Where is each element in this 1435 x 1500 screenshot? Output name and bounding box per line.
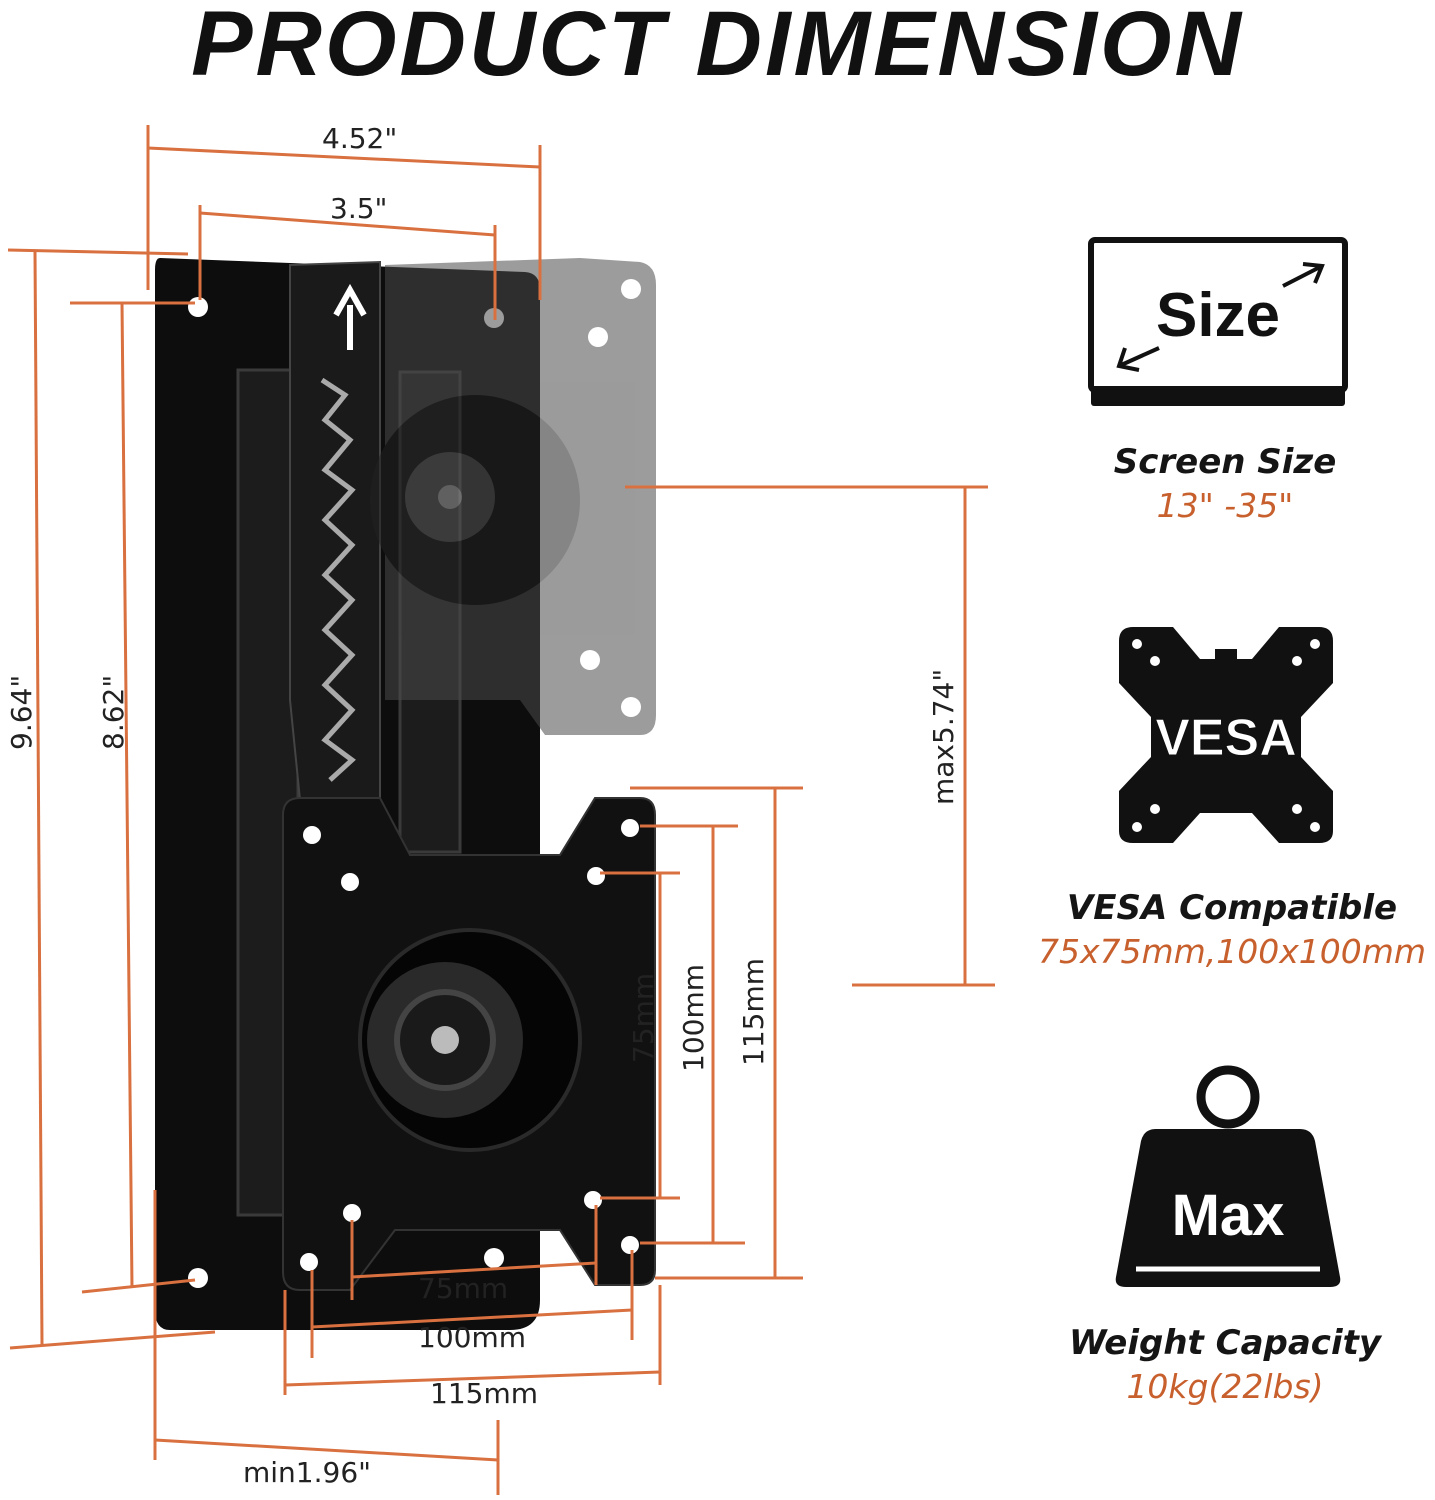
- vesa-plate-icon: VESA: [1119, 627, 1333, 843]
- dim-total-height: 9.64": [5, 675, 38, 750]
- dim-hole-75-v: 75mm: [627, 973, 660, 1063]
- vesa-icon-label: VESA: [1155, 709, 1297, 767]
- vesa-hole: [584, 1191, 602, 1209]
- page-title: PRODUCT DIMENSION: [191, 0, 1244, 95]
- vesa-hole: [621, 1236, 639, 1254]
- spec-label: Weight Capacity: [1068, 1323, 1382, 1363]
- size-icon-label: Size: [1156, 281, 1280, 350]
- spec-weight: Weight Capacity 10kg(22lbs): [1015, 1323, 1435, 1406]
- dimension-lines: [7, 125, 995, 1495]
- vesa-hole: [343, 1204, 361, 1222]
- vesa-hole: [300, 1253, 318, 1271]
- ratchet-teeth: [320, 377, 356, 782]
- dim-min-width: min1.96": [243, 1456, 371, 1489]
- spec-vesa: VESA Compatible 75x75mm,100x100mm: [1022, 888, 1435, 971]
- vesa-hole: [303, 826, 321, 844]
- spec-value: 75x75mm,100x100mm: [1037, 932, 1427, 971]
- dim-hole-75-h: 75mm: [418, 1272, 508, 1305]
- dim-inner-width: 3.5": [330, 192, 387, 225]
- weight-icon-label: Max: [1172, 1183, 1285, 1248]
- ghost-vesa-plate: [370, 258, 656, 735]
- vesa-hole: [341, 873, 359, 891]
- spec-label: VESA Compatible: [1066, 888, 1398, 928]
- plate-hole: [188, 297, 208, 317]
- dim-hole-115-h: 115mm: [430, 1377, 538, 1410]
- spec-value: 10kg(22lbs): [1126, 1367, 1324, 1406]
- spec-value: 13" -35": [1156, 486, 1294, 525]
- vesa-hole: [621, 819, 639, 837]
- dim-top-width: 4.52": [322, 122, 397, 155]
- spec-screen-size: Screen Size 13" -35": [1015, 442, 1435, 525]
- plate-hole: [188, 1268, 208, 1288]
- weight-icon: Max: [1115, 1065, 1341, 1287]
- dim-hole-100-h: 100mm: [418, 1321, 526, 1354]
- up-arrow-icon: [333, 283, 367, 350]
- vesa-hole: [587, 867, 605, 885]
- dim-hole-100-v: 100mm: [677, 964, 710, 1072]
- monitor-size-icon: Size: [1088, 237, 1348, 406]
- dim-inner-height: 8.62": [97, 675, 130, 750]
- dim-hole-115-v: 115mm: [737, 958, 770, 1066]
- spec-label: Screen Size: [1113, 442, 1337, 482]
- dim-max-travel: max5.74": [927, 669, 960, 805]
- plate-hole: [484, 1248, 504, 1268]
